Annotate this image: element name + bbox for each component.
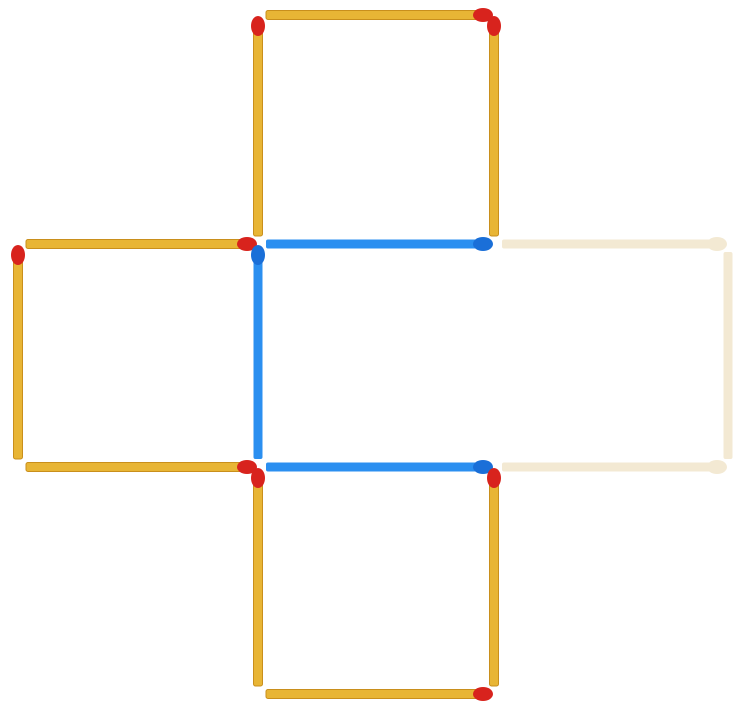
matchstick-left-square-bottom[interactable]: [26, 460, 257, 474]
matchstick-head: [473, 687, 493, 701]
matchstick-right-square-top[interactable]: [502, 237, 727, 251]
matchstick-body: [266, 11, 486, 20]
matchstick-body: [26, 463, 250, 472]
matchstick-right-square-right[interactable]: [724, 252, 733, 459]
matchstick-body: [266, 690, 486, 699]
matchstick-center-square-top[interactable]: [266, 237, 493, 251]
matchstick-center-square-bottom[interactable]: [266, 460, 493, 474]
matchstick-right-square-bottom[interactable]: [502, 460, 727, 474]
matchstick-body: [490, 475, 499, 686]
matchstick-body: [26, 240, 250, 249]
matchstick-bottom-square-right[interactable]: [487, 468, 501, 686]
matchstick-body: [254, 475, 263, 686]
matchstick-head: [487, 468, 501, 488]
matchstick-bottom-square-left[interactable]: [251, 468, 265, 686]
matchstick-top-square-left[interactable]: [251, 16, 265, 236]
matchstick-bottom-square-bottom[interactable]: [266, 687, 493, 701]
matchstick-body: [502, 463, 720, 472]
matchstick-top-square-top[interactable]: [266, 8, 493, 22]
matchstick-top-square-right[interactable]: [487, 16, 501, 236]
matchstick-head: [707, 460, 727, 474]
matchstick-center-square-left[interactable]: [251, 245, 265, 459]
matchstick-body: [502, 240, 720, 249]
matchstick-body: [254, 23, 263, 236]
matchstick-head: [487, 16, 501, 36]
matchstick-left-square-top[interactable]: [26, 237, 257, 251]
matchstick-body: [724, 252, 733, 459]
matchstick-head: [11, 245, 25, 265]
matchstick-head: [707, 237, 727, 251]
matchstick-body: [490, 23, 499, 236]
matchstick-head: [251, 245, 265, 265]
matchstick-body: [266, 463, 486, 472]
matchstick-body: [254, 252, 263, 459]
matchstick-body: [14, 252, 23, 459]
matchstick-head: [251, 468, 265, 488]
matchstick-head: [473, 237, 493, 251]
matchstick-left-square-left[interactable]: [11, 245, 25, 459]
matchstick-body: [266, 240, 486, 249]
matchstick-head: [251, 16, 265, 36]
